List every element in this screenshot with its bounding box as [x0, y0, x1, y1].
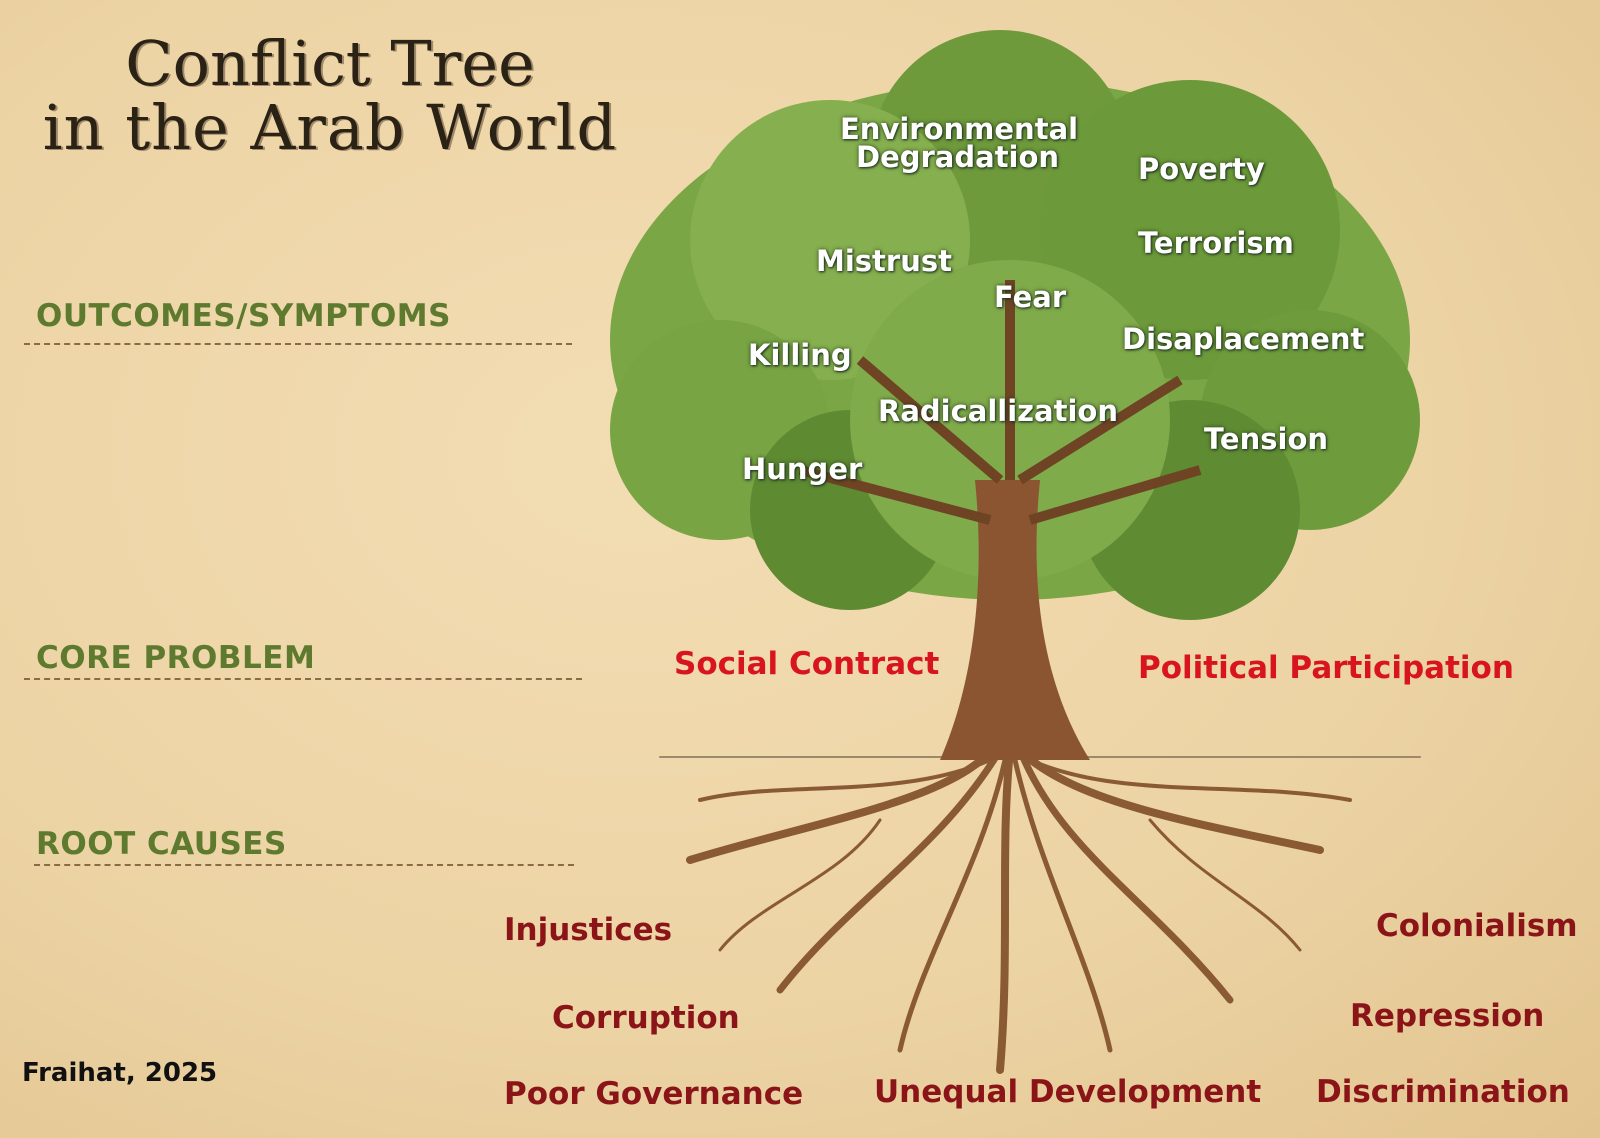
section-core-problem: CORE PROBLEM	[36, 640, 316, 676]
outcome-label: Degradation	[856, 140, 1060, 174]
root-cause-label: Poor Governance	[504, 1076, 804, 1112]
trunk	[798, 280, 1202, 760]
outcome-label: Mistrust	[816, 244, 952, 278]
title-line-2: in the Arab World	[42, 91, 618, 164]
outcome-label: Disaplacement	[1122, 322, 1365, 356]
roots-divider	[34, 864, 574, 866]
outcome-label: Hunger	[742, 452, 863, 486]
core-problem-label: Political Participation	[1138, 650, 1514, 686]
root-cause-label: Corruption	[552, 1000, 740, 1036]
core-divider	[24, 678, 582, 680]
outcome-label: Environmental	[840, 112, 1079, 146]
roots	[659, 736, 1421, 1074]
section-outcomes: OUTCOMES/SYMPTOMS	[36, 298, 451, 334]
outcome-label: Poverty	[1138, 152, 1265, 186]
section-root-causes: ROOT CAUSES	[36, 826, 287, 862]
root-cause-label: Repression	[1350, 998, 1545, 1034]
outcome-label: Radicallization	[878, 394, 1119, 428]
root-cause-label: Unequal Development	[874, 1074, 1262, 1110]
outcome-label: Fear	[994, 280, 1067, 314]
outcome-label: Killing	[748, 338, 852, 372]
credit: Fraihat, 2025	[22, 1058, 218, 1088]
outcome-label: Terrorism	[1138, 226, 1294, 260]
outcome-label: Tension	[1204, 422, 1329, 456]
root-cause-label: Discrimination	[1316, 1074, 1570, 1110]
core-problem-label: Social Contract	[674, 646, 940, 682]
outcomes-divider	[24, 343, 572, 345]
root-cause-label: Injustices	[504, 912, 673, 948]
title-line-1: Conflict Tree	[125, 27, 535, 100]
root-cause-label: Colonialism	[1376, 908, 1578, 944]
